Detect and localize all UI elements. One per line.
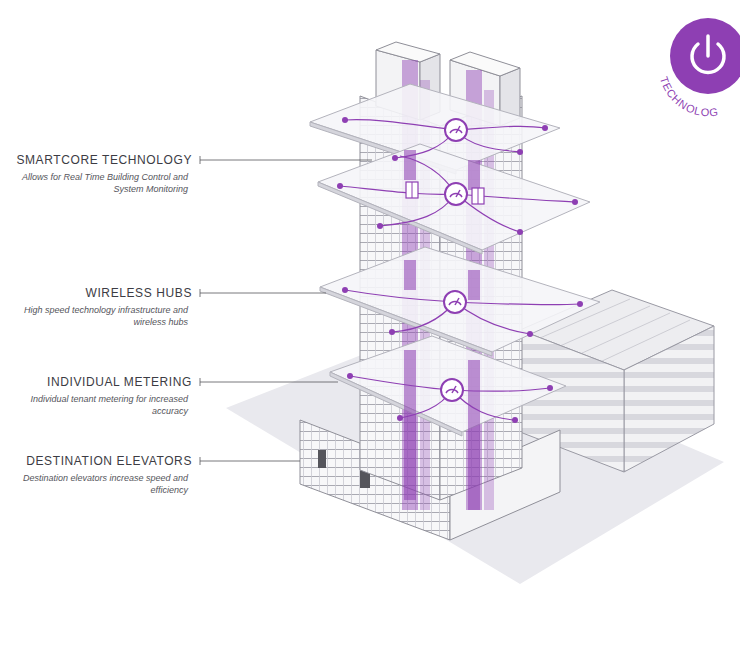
network-lines bbox=[340, 120, 580, 420]
callout-heading: WIRELESS HUBS bbox=[86, 286, 193, 300]
leader-lines bbox=[200, 156, 372, 465]
callout-heading: SMARTCORE TECHNOLOGY bbox=[16, 153, 192, 167]
meter-gauges bbox=[406, 119, 484, 401]
icon-caption: TECHNOLOG bbox=[658, 75, 719, 119]
callout-note: Destination elevators increase speed and… bbox=[13, 472, 188, 496]
callout-heading: INDIVIDUAL METERING bbox=[47, 375, 192, 389]
callout-heading: DESTINATION ELEVATORS bbox=[26, 454, 192, 468]
callout-note: Allows for Real Time Building Control an… bbox=[13, 171, 188, 195]
hub-dots bbox=[337, 117, 583, 423]
callout-note: Individual tenant metering for increased… bbox=[13, 393, 188, 417]
callout-note: High speed technology infrastructure and… bbox=[13, 304, 188, 328]
floor-plates bbox=[310, 84, 600, 436]
